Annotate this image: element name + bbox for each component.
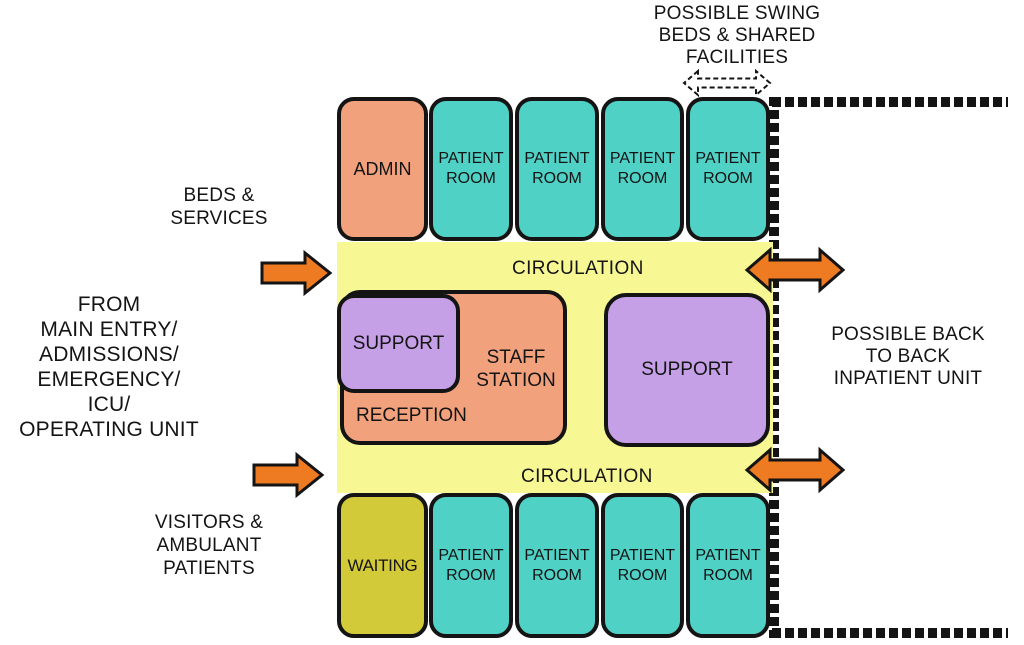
patient-room: PATIENT ROOM [429, 493, 513, 638]
staff-station-label: STAFF STATION [476, 347, 556, 391]
entry-arrow-top-icon [260, 250, 333, 296]
circulation-label-top: CIRCULATION [512, 258, 644, 279]
circulation-label-bottom: CIRCULATION [521, 466, 653, 487]
patient-room: PATIENT ROOM [686, 97, 770, 241]
beds-services-note: BEDS & SERVICES [170, 185, 268, 229]
swing-double-arrow-icon [682, 69, 772, 97]
future-unit-boundary-top-line [772, 97, 1008, 107]
entry-arrow-bottom-icon [252, 452, 325, 498]
visitors-note: VISITORS & AMBULANT PATIENTS [154, 512, 264, 579]
future-unit-boundary-bottom-line [772, 628, 1008, 638]
through-arrow-top-icon [744, 247, 846, 293]
waiting-room: WAITING [337, 493, 428, 638]
patient-room: PATIENT ROOM [601, 493, 684, 638]
support-room-left: SUPPORT [337, 294, 460, 393]
admin-room: ADMIN [337, 97, 428, 241]
patient-room: PATIENT ROOM [515, 493, 599, 638]
through-arrow-bottom-icon [744, 447, 846, 493]
patient-room: PATIENT ROOM [429, 97, 513, 241]
swing-beds-note: POSSIBLE SWING BEDS & SHARED FACILITIES [653, 3, 821, 68]
from-main-entry-note: FROM MAIN ENTRY/ ADMISSIONS/ EMERGENCY/ … [19, 293, 199, 441]
reception-label: RECEPTION [356, 405, 467, 426]
patient-room: PATIENT ROOM [515, 97, 599, 241]
support-room-right: SUPPORT [604, 293, 770, 447]
patient-room: PATIENT ROOM [686, 493, 770, 638]
future-unit-boundary-vertical-line [769, 97, 779, 638]
patient-room: PATIENT ROOM [601, 97, 684, 241]
back-to-back-note: POSSIBLE BACK TO BACK INPATIENT UNIT [831, 324, 985, 389]
